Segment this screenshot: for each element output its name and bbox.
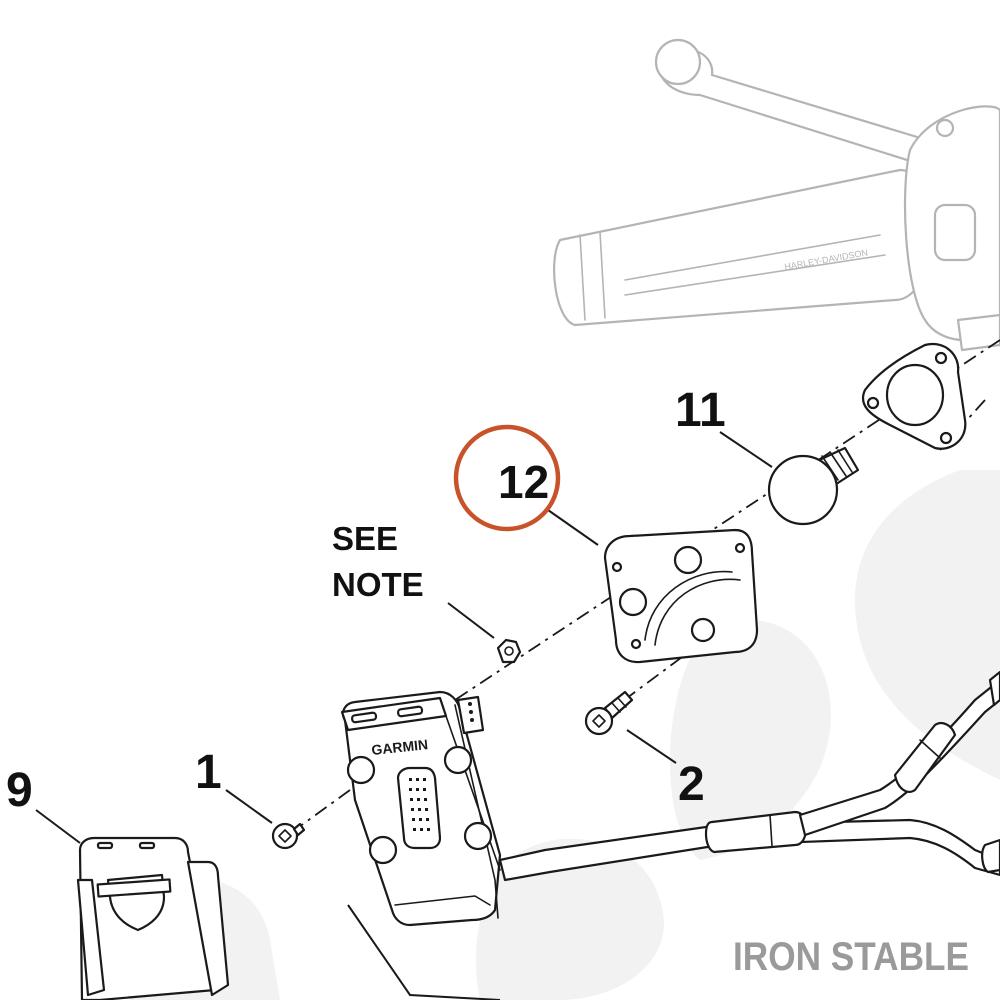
switch-tab (956, 313, 1000, 352)
callout-1: 1 (195, 746, 222, 799)
leader-lines (35, 431, 773, 1000)
handlebar-grip-context: HARLEY-DAVIDSON (553, 38, 1000, 352)
leader-1 (225, 789, 273, 824)
cover-left-tab (76, 878, 106, 997)
background-watermark-shapes (130, 470, 1000, 1000)
handgrip (553, 168, 933, 327)
bar-and-shield-icon (96, 873, 172, 932)
cable-connector-end (981, 838, 1000, 874)
cable-harness (498, 670, 1000, 882)
screw-head (271, 822, 299, 850)
callout-9: 9 (6, 764, 33, 817)
rubber-ball (767, 454, 839, 526)
part-11-ball-mount (767, 342, 967, 526)
nut-see-note (496, 638, 522, 664)
switch-button (933, 203, 977, 262)
callout-2: 2 (678, 758, 705, 811)
lever-pivot (654, 38, 702, 86)
cable-end-top (988, 670, 1000, 707)
leader-11 (719, 431, 773, 468)
callout-11: 11 (675, 384, 726, 437)
highlight-circle-12 (453, 424, 561, 532)
part-12-mount-plate (603, 528, 759, 664)
leader-cable (347, 904, 501, 1000)
cover-side-tab (186, 860, 230, 997)
part-1-screw (271, 822, 306, 850)
leader-9 (35, 809, 81, 844)
cable-sleeve-2 (893, 721, 957, 793)
screw-head (584, 706, 614, 736)
callout-12: 12 (498, 456, 549, 508)
leader-2 (626, 729, 677, 764)
part-2-screw (584, 690, 634, 736)
leader-note (447, 602, 495, 639)
connector-pins (409, 778, 430, 831)
garmin-cradle: GARMIN (340, 690, 502, 927)
watermark-text: IRON STABLE (733, 935, 969, 979)
part-9-cover (76, 836, 230, 1000)
cradle-side-tab (456, 695, 485, 735)
leader-12 (547, 509, 599, 546)
see-note-line2: NOTE (332, 566, 424, 603)
see-note-line1: SEE (332, 520, 398, 557)
main-cable (498, 818, 1000, 882)
garmin-label: GARMIN (371, 736, 429, 758)
